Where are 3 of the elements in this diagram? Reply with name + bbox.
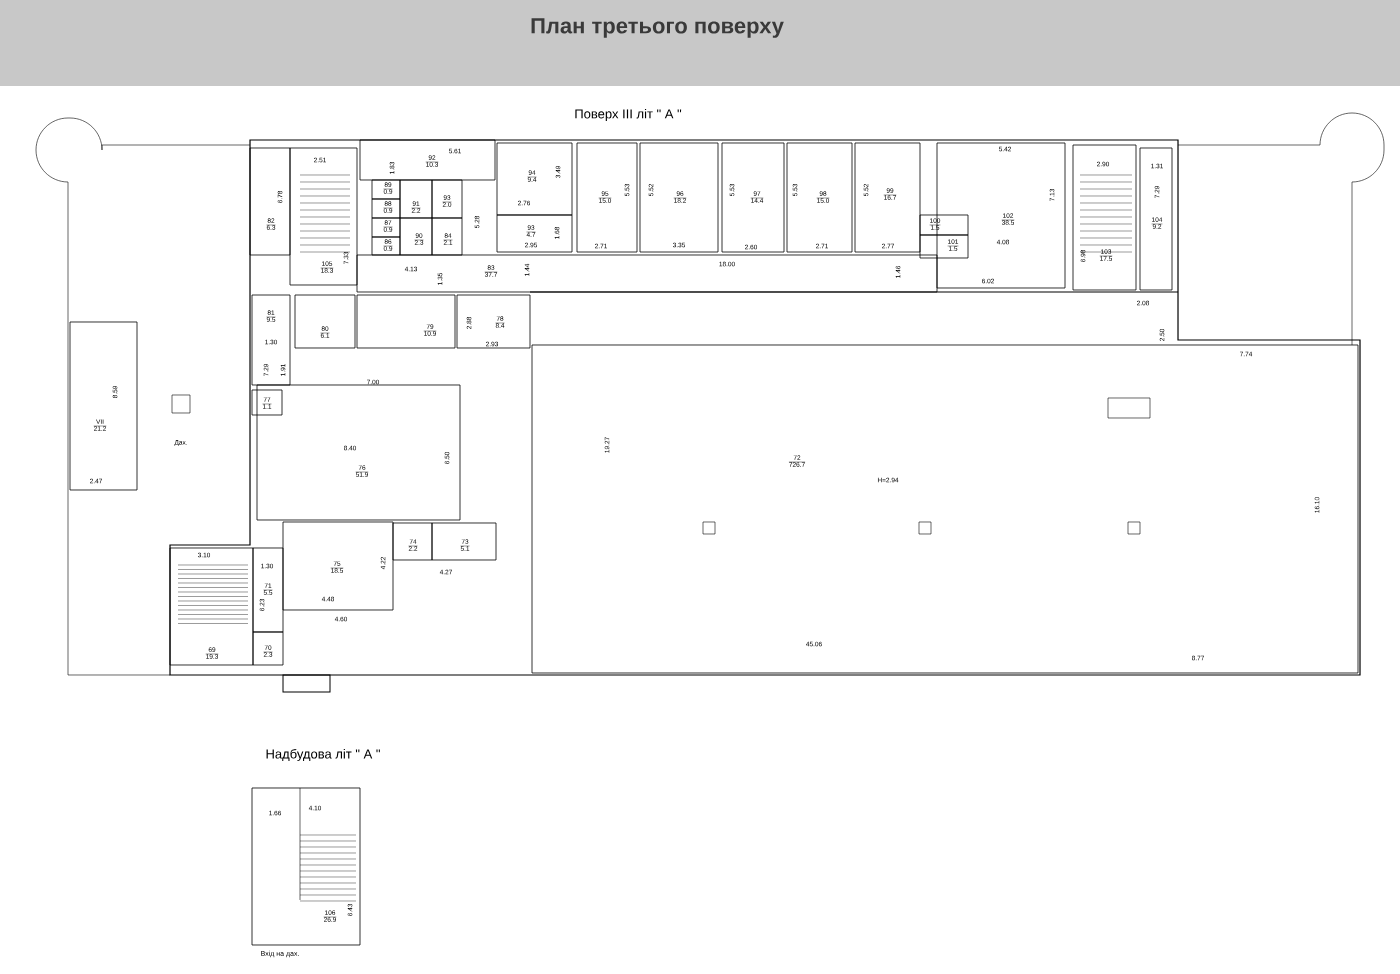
- header-band: План третього поверху: [0, 0, 1400, 86]
- floor-label: Надбудова літ " А ": [266, 748, 380, 762]
- floor-label: Поверх III літ " А ": [575, 108, 682, 122]
